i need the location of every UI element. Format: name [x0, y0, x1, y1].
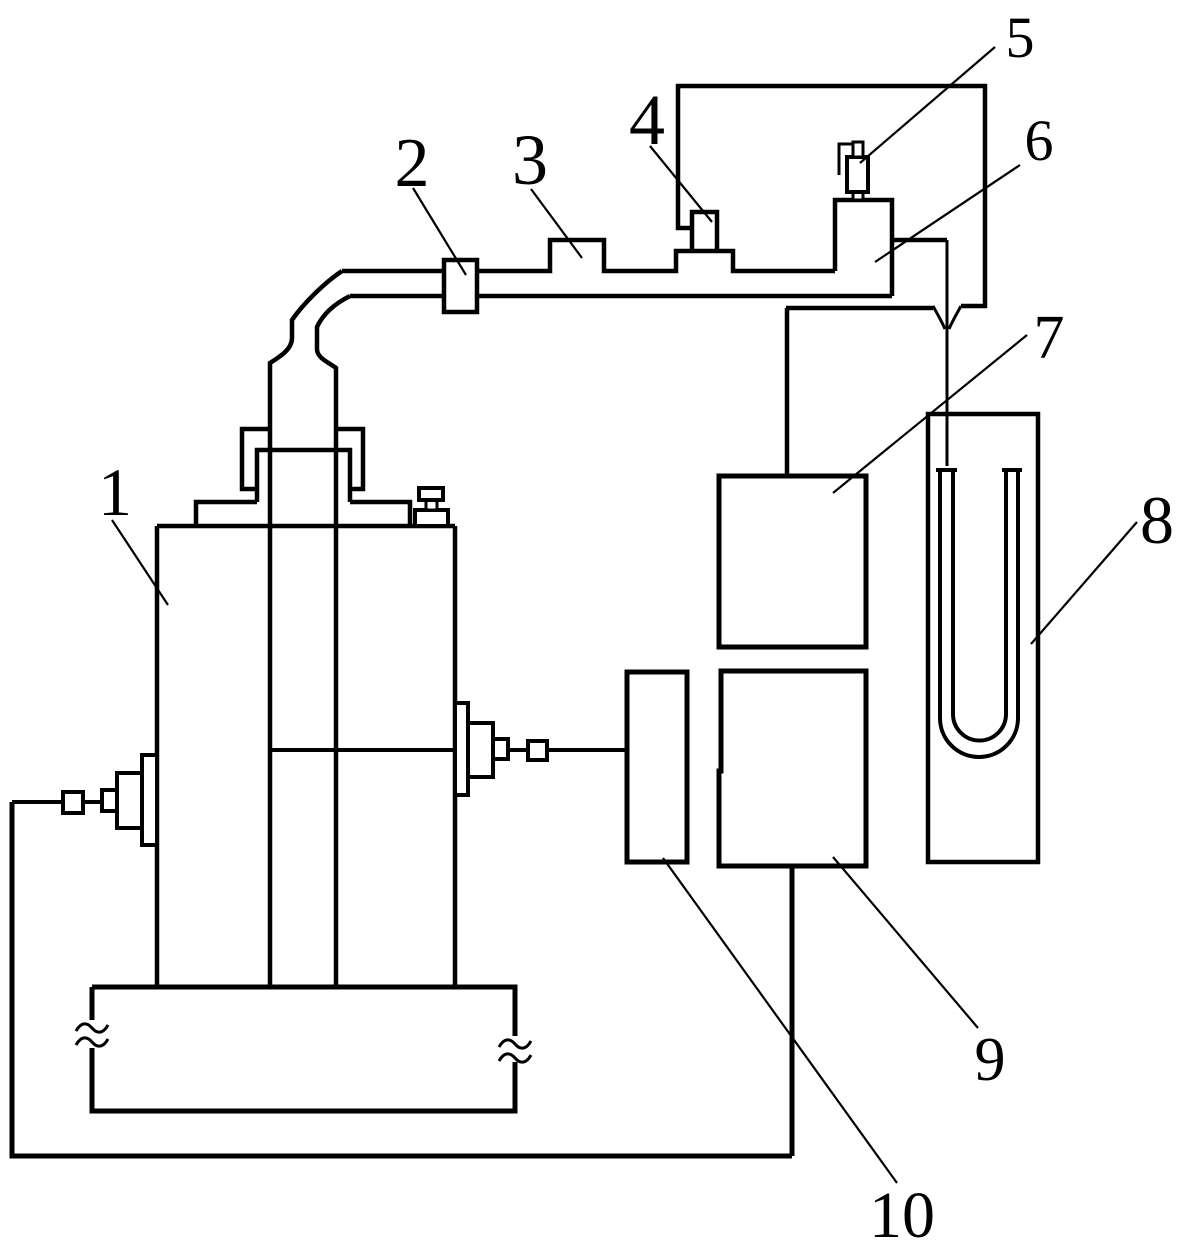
left-gland-stage2	[115, 771, 144, 830]
leader-line-3	[530, 188, 583, 259]
base-outline	[89, 984, 518, 1114]
left-gland-stage3	[100, 788, 119, 813]
leader-line-2	[412, 187, 467, 276]
leader-line-8	[1030, 521, 1138, 645]
right-shaft-square	[526, 739, 549, 762]
vessel8-outline	[925, 411, 1041, 865]
block-part-6	[832, 197, 947, 296]
collar-left-bracket	[239, 426, 269, 492]
right-shaft-assembly	[270, 701, 627, 797]
right-gland-stage2	[466, 721, 495, 779]
sensor-part-5	[837, 140, 870, 202]
label-9: 9	[975, 1026, 1006, 1094]
right-gland-stage3	[491, 737, 510, 761]
label-4: 4	[629, 80, 665, 160]
leader-line-1	[111, 519, 169, 606]
label-2: 2	[395, 125, 430, 202]
left-shaft-assembly	[12, 753, 159, 847]
left-shaft-square	[61, 790, 85, 815]
sensor5-stem	[851, 140, 865, 159]
label-1: 1	[98, 454, 132, 530]
panel-part-10	[624, 669, 690, 865]
inline-component-part-2	[441, 257, 480, 315]
funnel-right-side	[947, 305, 963, 330]
box-part-7	[716, 473, 869, 650]
label-10: 10	[869, 1179, 935, 1252]
left-gland-stage1	[140, 753, 159, 847]
connection-wire	[9, 802, 795, 1159]
label-5: 5	[1006, 5, 1035, 70]
enclosure-box	[675, 83, 988, 309]
leader-line-10	[662, 857, 898, 1184]
block6-outline	[832, 197, 895, 296]
part-labels: 1 2 3 4 5 6 7 8 9 10	[98, 5, 1174, 1252]
leader-line-5	[859, 46, 996, 164]
leader-lines	[111, 46, 1138, 1184]
leader-line-9	[832, 856, 979, 1029]
utube-vessel-part-8	[925, 411, 1041, 865]
connector-part-4	[689, 209, 720, 251]
leader-line-6	[874, 164, 1021, 263]
horizontal-pipe	[342, 237, 892, 299]
pipe-top-line-with-fitting3-and-pedestal	[342, 237, 835, 274]
furnace-outline	[154, 523, 458, 987]
tube-inner-wall	[314, 293, 352, 987]
valve-base	[413, 508, 450, 528]
valve-cap	[417, 486, 445, 502]
pipe-to-box7	[784, 305, 933, 476]
sensor5-bracket	[837, 142, 852, 175]
label-7: 7	[1034, 304, 1065, 372]
label-6: 6	[1025, 108, 1054, 173]
label-8: 8	[1140, 482, 1174, 558]
leader-line-7	[832, 334, 1028, 494]
break-mark-left	[74, 1022, 110, 1048]
funnel-left-side	[931, 305, 947, 330]
box-part-9	[716, 668, 869, 869]
collar-shoulder	[193, 499, 413, 526]
drip-funnel-and-capillary	[931, 240, 963, 466]
furnace-body-part-1	[154, 426, 458, 987]
leader-line-4	[649, 145, 713, 223]
sensor5-body	[845, 155, 870, 194]
tube-outer-wall	[267, 269, 344, 987]
collar-inner	[254, 447, 353, 502]
vertical-tube-and-elbow	[267, 269, 352, 987]
base-block	[74, 984, 533, 1114]
label-3: 3	[512, 120, 548, 200]
bottom-wire	[9, 802, 792, 1159]
utube-outer	[938, 470, 1020, 759]
break-mark-right	[497, 1038, 533, 1064]
collar-right-bracket	[337, 426, 366, 492]
utube-inner	[951, 470, 1008, 743]
